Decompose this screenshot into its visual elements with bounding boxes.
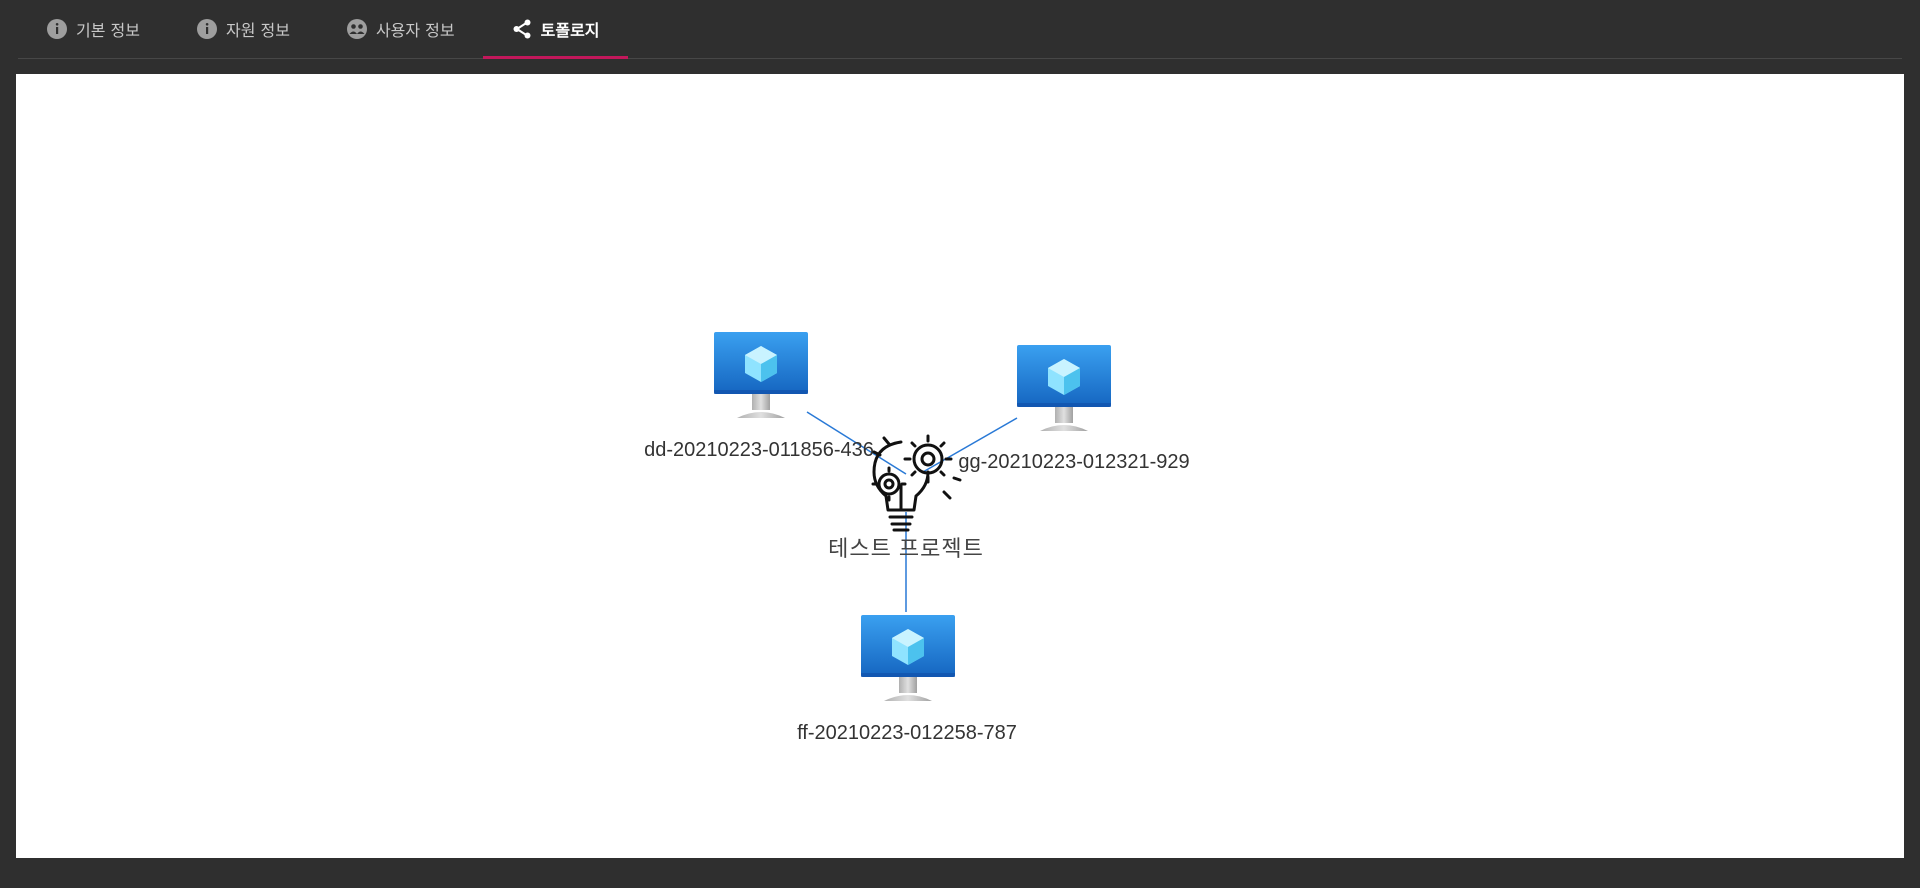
project-label: 테스트 프로젝트 bbox=[828, 536, 984, 561]
tab-bar: 기본 정보 자원 정보 사용자 정보 토폴로지 bbox=[18, 0, 1902, 59]
info-icon bbox=[196, 18, 218, 40]
info-icon bbox=[46, 18, 68, 40]
node-label: gg-20210223-012321-929 bbox=[958, 451, 1189, 473]
share-icon bbox=[511, 18, 533, 40]
tab-label: 사용자 정보 bbox=[375, 21, 455, 40]
edge-center-gg bbox=[922, 417, 1018, 473]
project-node[interactable]: 테스트 프로젝트 bbox=[828, 434, 984, 561]
project-gear-bulb-icon bbox=[871, 434, 962, 532]
tab-label: 토폴로지 bbox=[540, 21, 600, 40]
vm-monitor-icon bbox=[861, 615, 955, 701]
tab-user-info[interactable]: 사용자 정보 bbox=[318, 0, 483, 58]
vm-monitor-icon bbox=[1017, 345, 1111, 431]
node-label: ff-20210223-012258-787 bbox=[797, 722, 1017, 744]
tab-resource-info[interactable]: 자원 정보 bbox=[168, 0, 318, 58]
user-group-icon bbox=[346, 18, 368, 40]
edge-center-dd bbox=[806, 411, 907, 475]
vm-node-ff[interactable]: ff-20210223-012258-787 bbox=[797, 615, 1017, 744]
tab-label: 기본 정보 bbox=[76, 21, 140, 40]
node-label: dd-20210223-011856-436 bbox=[644, 439, 874, 461]
vm-monitor-icon bbox=[714, 332, 808, 418]
tab-topology[interactable]: 토폴로지 bbox=[482, 0, 628, 59]
tab-basic-info[interactable]: 기본 정보 bbox=[18, 0, 168, 58]
tab-label: 자원 정보 bbox=[225, 21, 290, 40]
vm-node-dd[interactable]: dd-20210223-011856-436 bbox=[644, 332, 874, 461]
vm-node-gg[interactable]: gg-20210223-012321-929 bbox=[958, 345, 1190, 473]
topology-canvas[interactable]: dd-20210223-011856-436 gg-20210223-01232… bbox=[16, 74, 1904, 858]
